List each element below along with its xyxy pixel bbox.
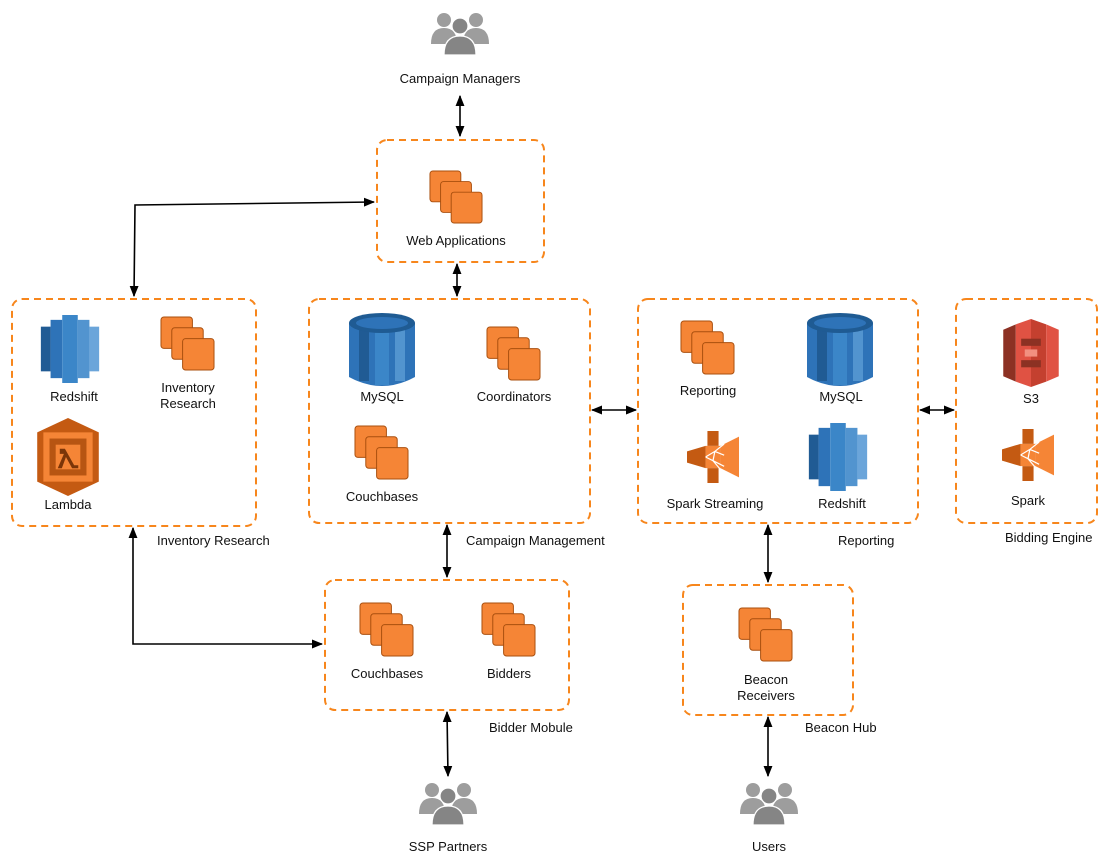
ec2-instances-icon (481, 602, 536, 657)
group-bidding-engine: S3 Spark Bidding Engine (955, 298, 1098, 545)
inventory-research-to-bidder-module-connector (128, 526, 324, 649)
users-group-icon (739, 782, 799, 826)
redshift-icon (40, 315, 100, 383)
bidding-engine-box (955, 298, 1098, 524)
ec2-instances-icon (354, 425, 409, 480)
ec2-instances-icon (680, 320, 735, 375)
lambda-label: Lambda (45, 497, 93, 512)
bidders-label: Bidders (487, 666, 532, 681)
redshift-icon (808, 423, 868, 491)
campaign-management-box (308, 298, 591, 524)
inventory-research-box (11, 298, 257, 527)
users-label: Users (752, 839, 786, 854)
bidder-module-to-ssp-partners-connector (442, 710, 453, 778)
s3-label: S3 (1023, 391, 1039, 406)
mysql-label: MySQL (360, 389, 403, 404)
users-group-icon (430, 12, 490, 56)
bidding-engine-group-title: Bidding Engine (1005, 530, 1092, 545)
rds-database-icon (807, 313, 873, 386)
mysql-label: MySQL (819, 389, 862, 404)
beacon-receivers-label-line2: Receivers (737, 688, 795, 703)
group-bidder-module: Couchbases Bidders Bidder Mobule (324, 579, 573, 735)
users-group-icon (418, 782, 478, 826)
actor-users: Users (739, 782, 799, 854)
actor-ssp-partners: SSP Partners (409, 782, 488, 854)
spark-label: Spark (1011, 493, 1045, 508)
beacon-hub-box (682, 584, 854, 716)
bidder-module-group-title: Bidder Mobule (489, 720, 573, 735)
redshift-label: Redshift (818, 496, 866, 511)
reporting-group-title: Reporting (838, 533, 894, 548)
web-applications-box (376, 139, 545, 263)
spark-icon (687, 431, 739, 483)
group-reporting: Reporting MySQL Spark Streaming Redshift… (637, 298, 919, 548)
reporting-node-label: Reporting (680, 383, 736, 398)
couchbases-label: Couchbases (351, 666, 424, 681)
group-campaign-management: MySQL Coordinators Couchbases Campaign M… (308, 298, 605, 548)
beacon-receivers-label-line1: Beacon (744, 672, 788, 687)
actor-campaign-managers: Campaign Managers (400, 12, 521, 86)
campaign-management-group-title: Campaign Management (466, 533, 605, 548)
inventory-research-node-label-line1: Inventory (161, 380, 215, 395)
beacon-hub-group-title: Beacon Hub (805, 720, 877, 735)
bidder-module-box (324, 579, 570, 711)
reporting-box (637, 298, 919, 524)
campaign-managers-label: Campaign Managers (400, 71, 521, 86)
group-beacon-hub: Beacon Receivers Beacon Hub (682, 584, 877, 735)
web-apps-to-inventory-research-connector (129, 197, 376, 298)
ec2-instances-icon (486, 326, 541, 381)
spark-streaming-label: Spark Streaming (667, 496, 764, 511)
ec2-instances-icon (738, 607, 793, 662)
inventory-research-group-title: Inventory Research (157, 533, 270, 548)
ssp-partners-label: SSP Partners (409, 839, 488, 854)
spark-icon (1002, 429, 1054, 481)
ec2-instances-icon (429, 170, 483, 224)
group-inventory-research: Redshift Inventory Research Lambda Inven… (11, 298, 270, 548)
coordinators-label: Coordinators (477, 389, 552, 404)
ec2-instances-icon (359, 602, 414, 657)
ec2-instances-icon (160, 316, 215, 371)
inventory-research-node-label-line2: Research (160, 396, 216, 411)
group-web-applications: Web Applications (376, 139, 545, 263)
connectors (128, 94, 956, 778)
rds-database-icon (349, 313, 415, 386)
web-applications-label: Web Applications (406, 233, 506, 248)
lambda-icon (37, 418, 99, 496)
couchbases-label: Couchbases (346, 489, 419, 504)
redshift-label: Redshift (50, 389, 98, 404)
s3-bucket-icon (1003, 319, 1059, 387)
